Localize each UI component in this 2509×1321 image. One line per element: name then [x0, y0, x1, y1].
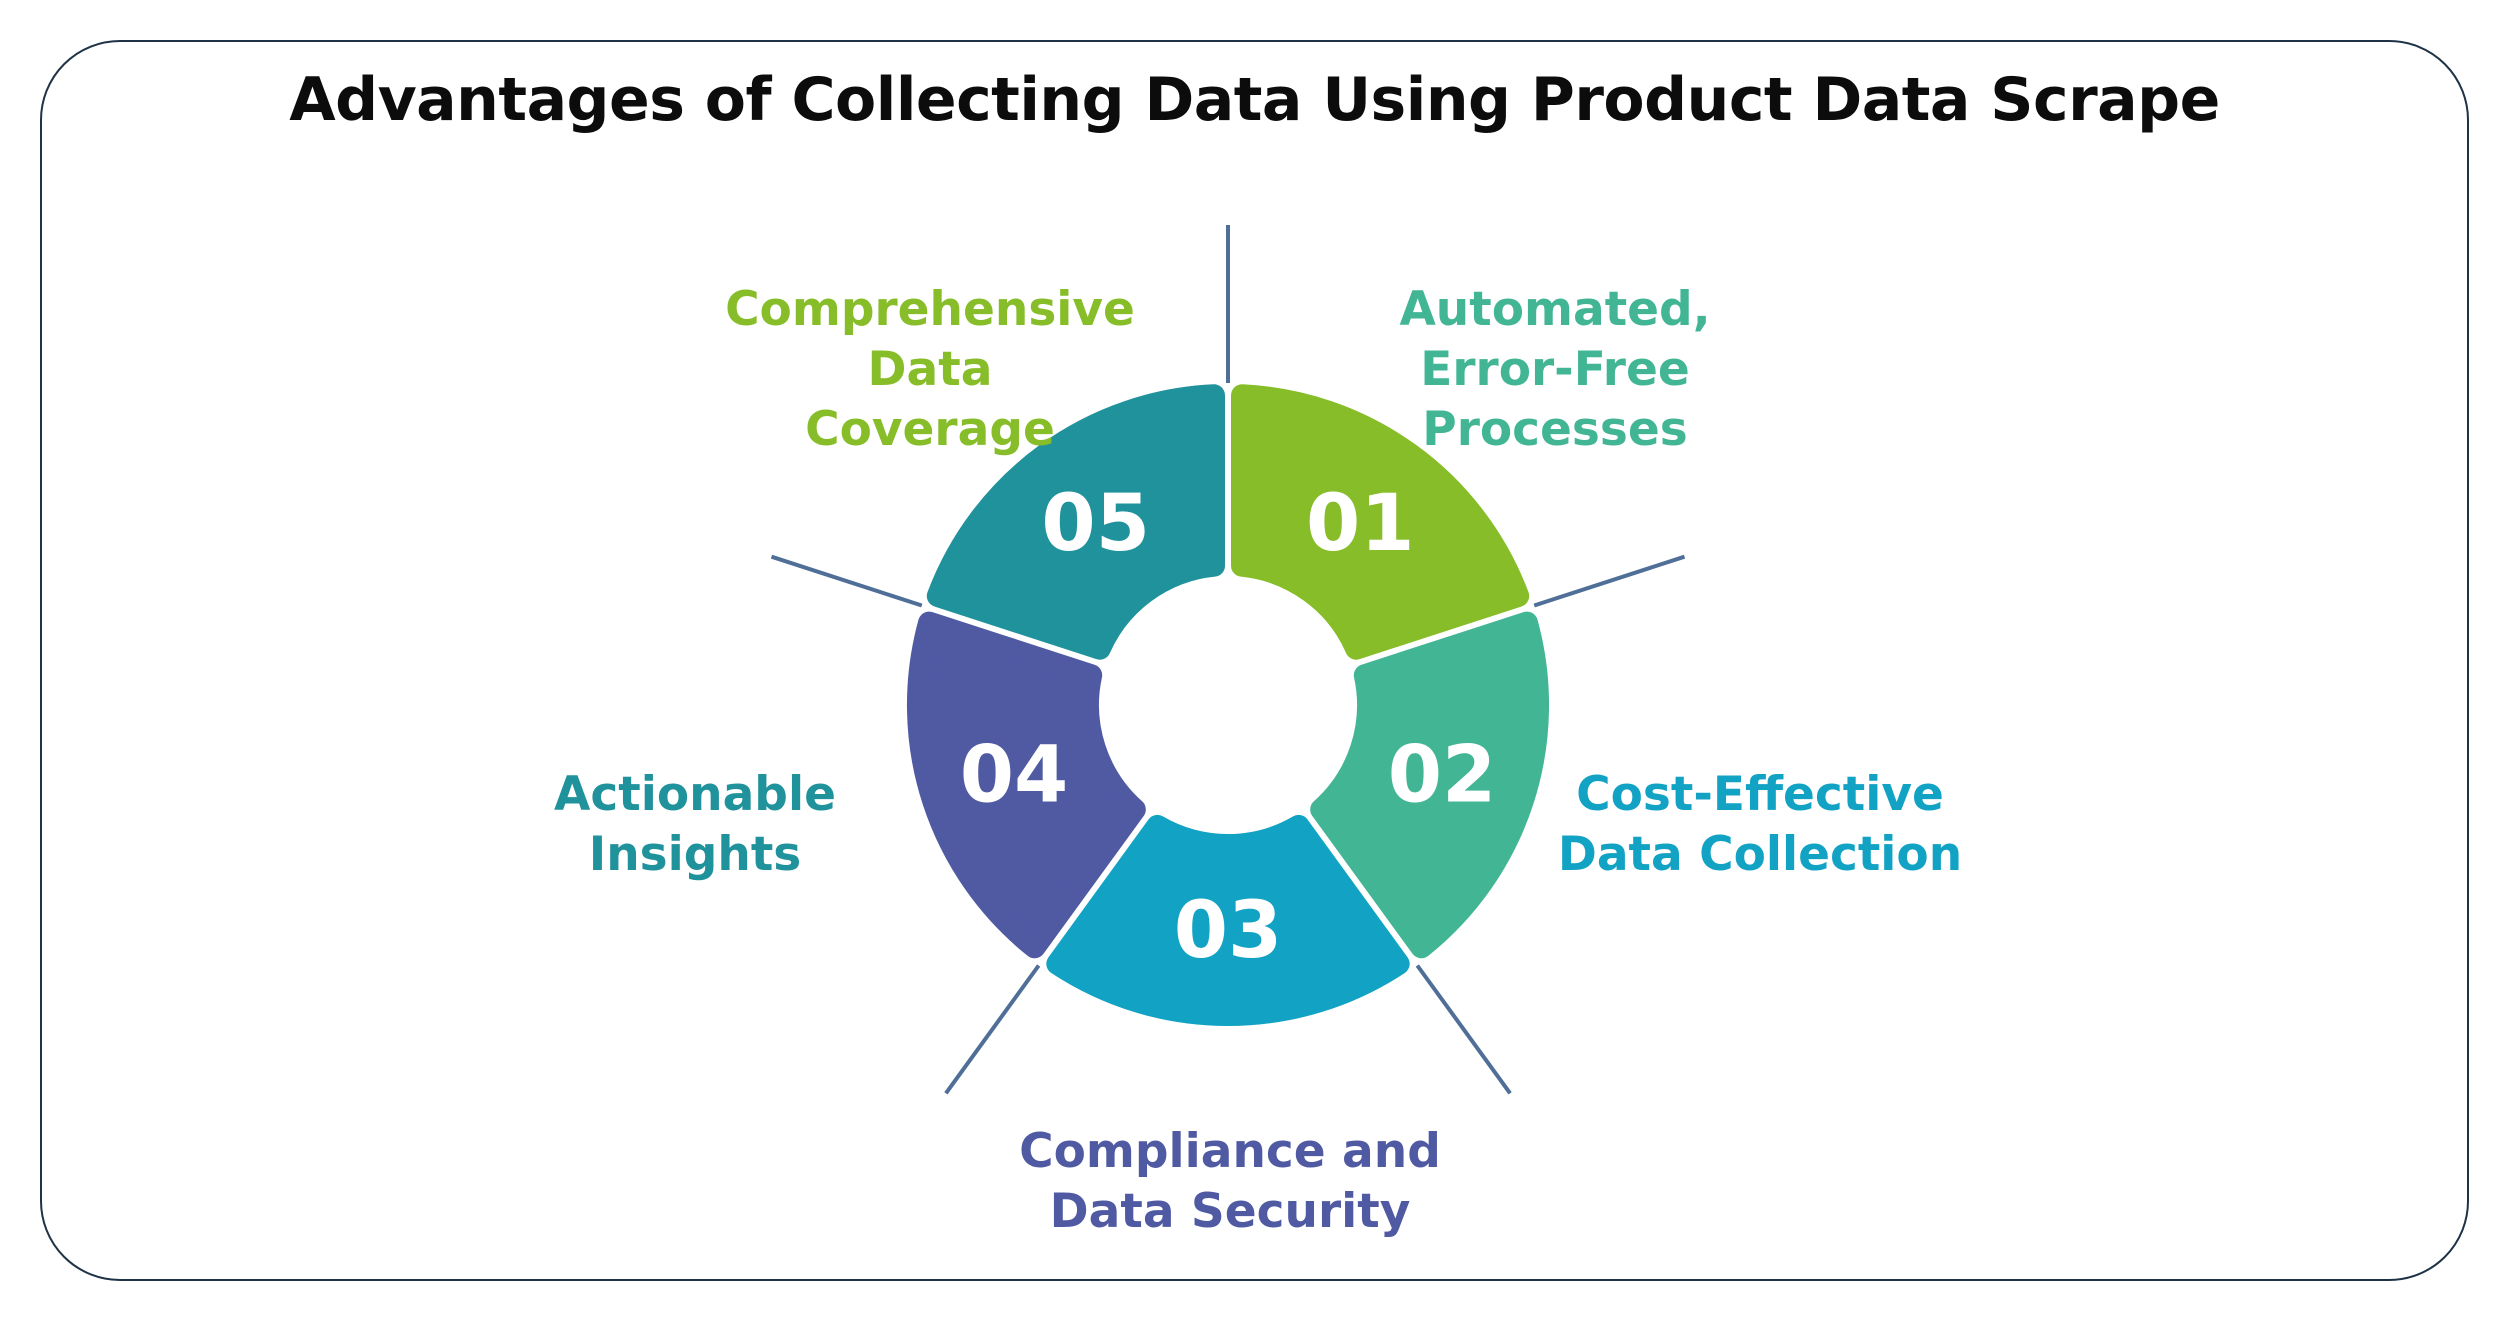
page-title: Advantages of Collecting Data Using Prod… [289, 65, 2220, 135]
segment-label-1-line-2: Data [867, 342, 993, 397]
segment-1 [1231, 384, 1530, 660]
connector-line-2 [1533, 554, 1686, 608]
segment-label-2: Automated, Error-Free Processes [1345, 280, 1765, 460]
segment-ring: 01 02 03 04 05 [906, 384, 1550, 1026]
segment-label-1-line-1: Comprehensive [725, 282, 1135, 337]
segment-label-3-line-2: Data Collection [1557, 827, 1963, 882]
segment-3 [1046, 814, 1410, 1026]
connector-line-5 [770, 554, 923, 608]
segment-label-5-line-2: Insights [588, 827, 802, 882]
segment-number-1: 01 [1306, 479, 1415, 569]
segment-label-5: Actionable Insights [510, 765, 880, 885]
segment-number-4: 04 [960, 731, 1069, 821]
segment-number-3: 03 [1174, 886, 1283, 976]
card-frame [40, 40, 2469, 1281]
connector-line-3 [1415, 964, 1512, 1095]
segment-label-3: Cost-Effective Data Collection [1530, 765, 1990, 885]
connector-line-4 [944, 964, 1041, 1095]
segment-5 [926, 384, 1225, 660]
segment-number-2: 02 [1388, 731, 1497, 821]
segment-number-5: 05 [1041, 479, 1150, 569]
segment-4 [906, 611, 1146, 959]
segment-2 [1310, 611, 1550, 959]
segment-label-1-line-3: Coverage [805, 402, 1055, 457]
segment-label-1: Comprehensive Data Coverage [720, 280, 1140, 460]
connector-lines [770, 225, 1686, 1095]
segment-label-2-line-3: Processes [1422, 402, 1688, 457]
segment-label-4: Compliance and Data Security [1010, 1122, 1450, 1242]
segment-label-4-line-1: Compliance and [1019, 1124, 1441, 1179]
segment-label-3-line-1: Cost-Effective [1576, 767, 1944, 822]
segment-label-2-line-2: Error-Free [1420, 342, 1690, 397]
segment-label-4-line-2: Data Security [1049, 1184, 1411, 1239]
segment-label-5-line-1: Actionable [554, 767, 836, 822]
segment-label-2-line-1: Automated, [1399, 282, 1711, 337]
